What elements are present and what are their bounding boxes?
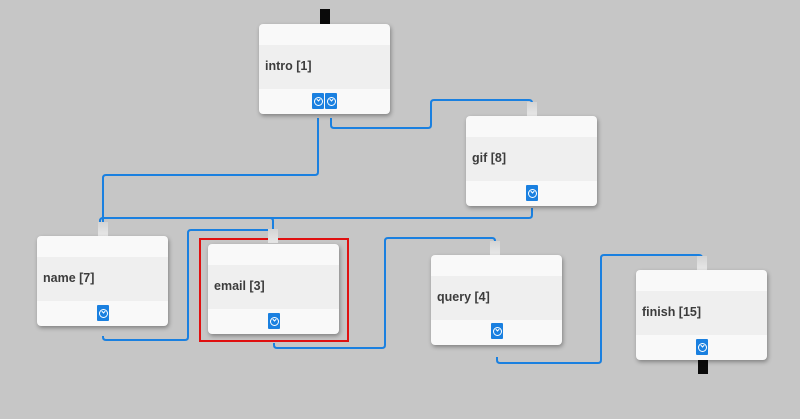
- node-name-band: [37, 257, 168, 301]
- wire-intro-gif[interactable]: [330, 99, 533, 129]
- chevron-down-circle-icon: [527, 188, 537, 198]
- chevron-down-circle-icon: [313, 96, 323, 106]
- name-input-port[interactable]: [98, 222, 108, 236]
- gif-output-port[interactable]: [526, 185, 538, 201]
- node-email-band: [208, 265, 339, 309]
- email-input-port[interactable]: [268, 229, 278, 243]
- node-email[interactable]: email [3]: [208, 244, 339, 334]
- wire-query-finish[interactable]: [496, 254, 703, 364]
- finish-output-port[interactable]: [696, 339, 708, 355]
- wire-gif-email[interactable]: [99, 208, 533, 226]
- intro-output-port-1[interactable]: [312, 93, 324, 109]
- node-query-label: query [4]: [437, 290, 490, 304]
- node-query[interactable]: query [4]: [431, 255, 562, 345]
- node-name-label: name [7]: [43, 271, 95, 285]
- node-intro[interactable]: intro [1]: [259, 24, 390, 114]
- finish-input-port[interactable]: [697, 256, 707, 270]
- wire-gif-email-drop[interactable]: [103, 217, 274, 241]
- node-gif-label: gif [8]: [472, 151, 507, 165]
- chevron-down-circle-icon: [326, 96, 336, 106]
- node-query-band: [431, 276, 562, 320]
- node-gif-band: [466, 137, 597, 181]
- gif-input-port[interactable]: [527, 102, 537, 116]
- chevron-down-circle-icon: [269, 316, 279, 326]
- name-output-port[interactable]: [97, 305, 109, 321]
- wire-intro-name[interactable]: [102, 118, 319, 226]
- node-intro-band: [259, 45, 390, 89]
- email-output-port[interactable]: [268, 313, 280, 329]
- node-email-label: email [3]: [214, 279, 265, 293]
- node-intro-label: intro [1]: [265, 59, 312, 73]
- chevron-down-circle-icon: [98, 308, 108, 318]
- wire-email-query[interactable]: [273, 237, 496, 349]
- node-finish-band: [636, 291, 767, 335]
- chevron-down-circle-icon: [492, 326, 502, 336]
- start-terminal: [320, 9, 330, 29]
- chevron-down-circle-icon: [697, 342, 707, 352]
- intro-output-port-2[interactable]: [325, 93, 337, 109]
- node-finish-label: finish [15]: [642, 305, 702, 319]
- end-terminal: [698, 354, 708, 374]
- query-input-port[interactable]: [490, 241, 500, 255]
- query-output-port[interactable]: [491, 323, 503, 339]
